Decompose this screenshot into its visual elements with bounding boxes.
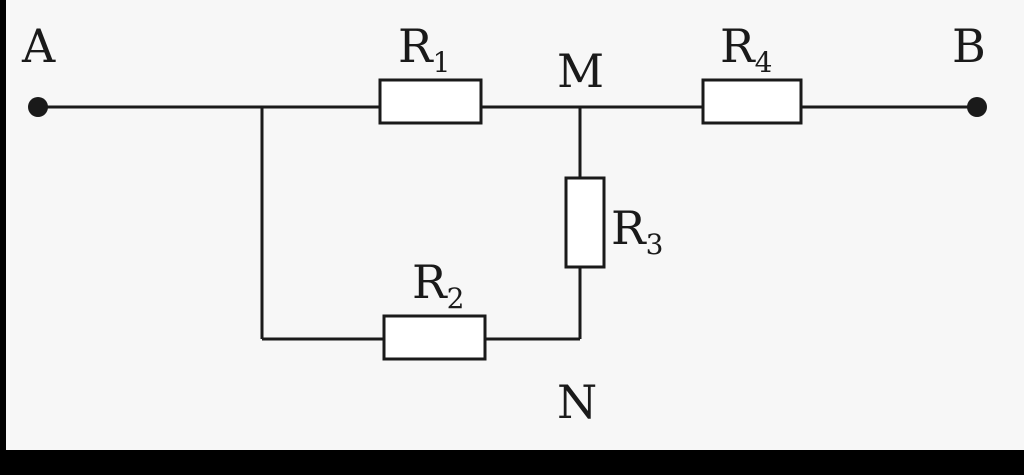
resistor-label-r4: R4 bbox=[720, 19, 772, 79]
r1-letter: R bbox=[398, 19, 434, 73]
node-label-m: M bbox=[557, 44, 604, 98]
r4-subscript: 4 bbox=[755, 46, 773, 79]
r2-subscript: 2 bbox=[447, 282, 465, 315]
r2-letter: R bbox=[412, 255, 448, 309]
terminal-b-dot bbox=[967, 97, 987, 117]
node-label-a: A bbox=[21, 19, 56, 73]
circuit-panel bbox=[6, 0, 1024, 450]
resistor-label-r3: R3 bbox=[611, 201, 663, 261]
r4-letter: R bbox=[720, 19, 756, 73]
resistor-r1 bbox=[378, 78, 483, 125]
r3-subscript: 3 bbox=[646, 228, 664, 261]
resistor-label-r2: R2 bbox=[412, 255, 464, 315]
resistor-r4 bbox=[701, 78, 803, 125]
resistor-label-r1: R1 bbox=[398, 19, 450, 79]
node-label-n: N bbox=[557, 375, 597, 429]
terminal-a-dot bbox=[28, 97, 48, 117]
r3-letter: R bbox=[611, 201, 647, 255]
resistor-r2 bbox=[382, 314, 487, 361]
node-label-b: B bbox=[952, 19, 986, 73]
resistor-r3 bbox=[564, 176, 606, 269]
r1-subscript: 1 bbox=[433, 46, 451, 79]
